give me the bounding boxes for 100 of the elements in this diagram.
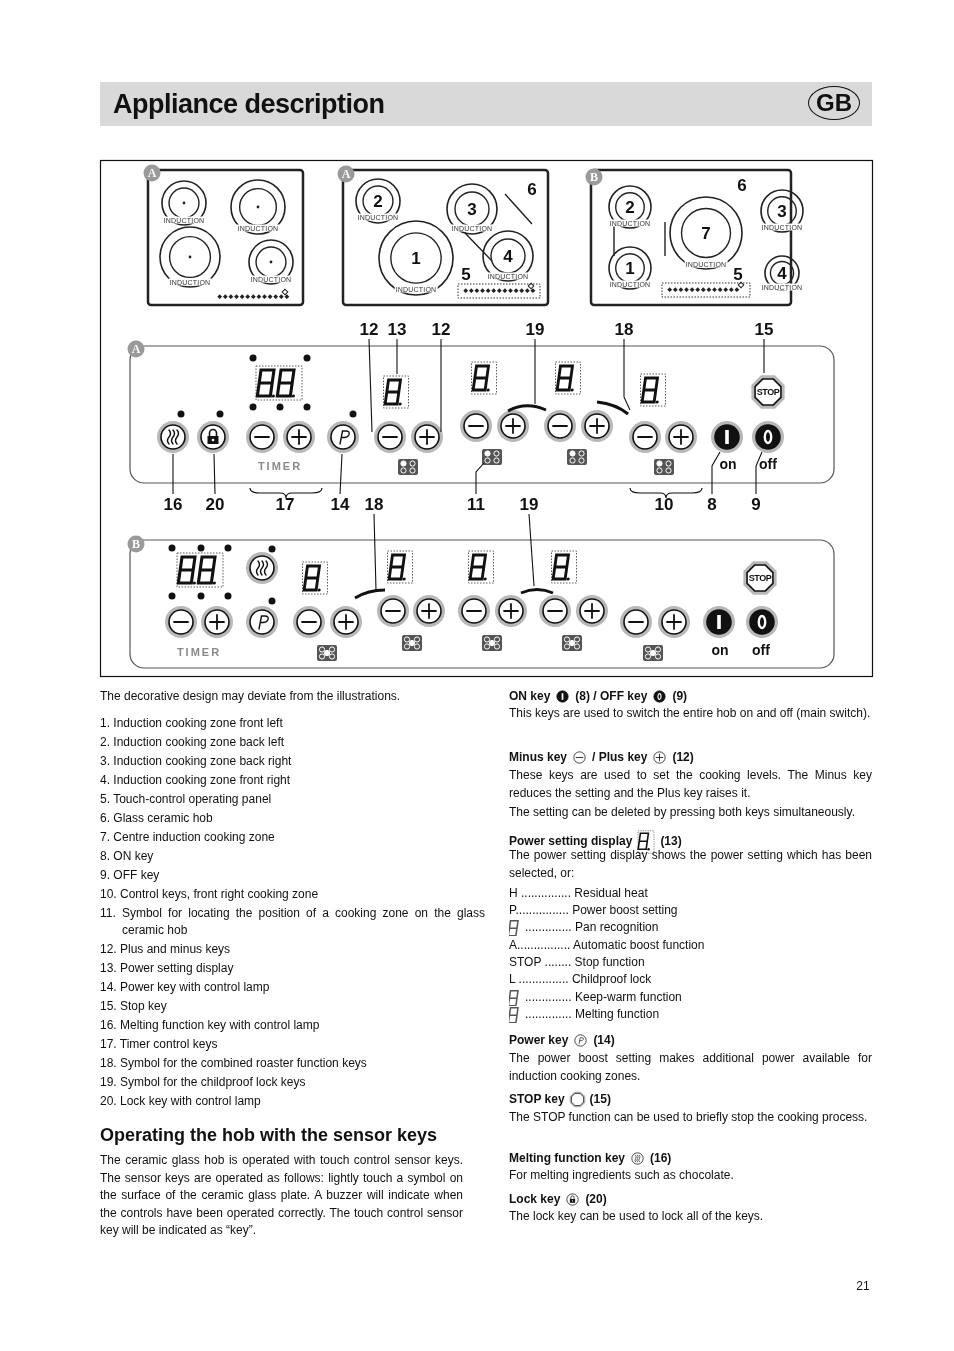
list-item: 20. Lock key with control lamp bbox=[100, 1092, 262, 1110]
callout-number: 5 bbox=[733, 265, 743, 283]
body-text: The lock key can be used to lock all of the keys. bbox=[509, 1208, 765, 1225]
page-number: 21 bbox=[856, 1280, 870, 1292]
callout-number: 20 bbox=[205, 495, 225, 513]
callout-number: 9 bbox=[751, 495, 761, 513]
key-heading: ON key bbox=[509, 688, 551, 705]
key-heading: (16) bbox=[650, 1150, 672, 1167]
key-heading: (9) bbox=[672, 688, 688, 705]
list-item: 3. Induction cooking zone back right bbox=[100, 752, 293, 770]
arc-symbol bbox=[354, 588, 386, 600]
body-text: The STOP function can be used to briefly stop the cooking process. bbox=[509, 1109, 869, 1126]
list-item: 17. Timer control keys bbox=[100, 1035, 219, 1053]
sign-text: STOP bbox=[748, 573, 772, 583]
callout-number: 12 bbox=[359, 320, 379, 338]
key-heading: (12) bbox=[672, 749, 694, 766]
leader-line bbox=[396, 338, 398, 375]
panel-caption: TIMER bbox=[176, 646, 222, 658]
segment-display bbox=[551, 550, 577, 584]
key-heading: (15) bbox=[589, 1091, 611, 1108]
zone-symbol-icon bbox=[482, 449, 502, 465]
zone-number: 1 bbox=[411, 249, 421, 267]
list-item: 11. Symbol for locating the position of a cooking zone on the glass ceramic hob bbox=[100, 904, 485, 939]
panel-caption: off bbox=[752, 643, 770, 657]
list-item: 4. Induction cooking zone front right bbox=[100, 771, 292, 789]
leader-line bbox=[475, 462, 485, 495]
segment-display bbox=[640, 373, 666, 407]
list-item: 7. Centre induction cooking zone bbox=[100, 828, 276, 846]
list-item: 19. Symbol for the childproof lock keys bbox=[100, 1073, 307, 1091]
list-item: 13. Power setting display bbox=[100, 959, 235, 977]
body-text: The power setting display shows the power setting which has been selected, or: bbox=[509, 848, 872, 882]
list-item: 5. Touch-control operating panel bbox=[100, 790, 273, 808]
leader-line bbox=[373, 513, 377, 591]
leader-line bbox=[213, 453, 216, 495]
callout-number: 19 bbox=[519, 495, 539, 513]
list-item: 6. Glass ceramic hob bbox=[100, 809, 214, 827]
leader-line bbox=[534, 338, 536, 405]
list-item: 8. ON key bbox=[100, 847, 155, 865]
section-badge: B bbox=[127, 535, 145, 553]
callout-number: 15 bbox=[754, 320, 774, 338]
body-text: This keys are used to switch the entire hob on and off (main switch). bbox=[509, 705, 872, 722]
panel-caption: on bbox=[719, 457, 737, 471]
list-item: 2. Induction cooking zone back left bbox=[100, 733, 286, 751]
panel-caption: on bbox=[711, 643, 729, 657]
body-text: The setting can be deleted by pressing both keys simultaneously. bbox=[509, 804, 856, 821]
key-heading: Power key bbox=[509, 1032, 569, 1049]
key-heading: Melting function key bbox=[509, 1150, 625, 1167]
padlock-key-icon bbox=[197, 421, 229, 453]
leader-line bbox=[528, 513, 535, 587]
list-item: 15. Stop key bbox=[100, 997, 168, 1015]
leader-line bbox=[339, 453, 343, 495]
zone-number: 4 bbox=[777, 264, 787, 282]
body-text: H ............... Residual heat bbox=[509, 885, 649, 902]
body-text: L ............... Childproof lock bbox=[509, 971, 653, 988]
list-item: 18. Symbol for the combined roaster function keys bbox=[100, 1054, 368, 1072]
callout-number: 6 bbox=[527, 180, 537, 198]
callout-number: 19 bbox=[525, 320, 545, 338]
legend-entry: .............. Melting function bbox=[525, 1006, 660, 1023]
segment-display bbox=[383, 375, 409, 409]
section-badge: A bbox=[127, 340, 145, 358]
zone-number: 3 bbox=[467, 200, 477, 218]
key-heading: (8) / OFF key bbox=[575, 688, 648, 705]
list-item: 1. Induction cooking zone front left bbox=[100, 715, 284, 732]
key-heading: (20) bbox=[585, 1191, 607, 1208]
key-heading: (13) bbox=[660, 833, 682, 850]
segment-display bbox=[468, 550, 494, 584]
legend-entry: .............. Pan recognition bbox=[525, 919, 659, 936]
key-heading: / Plus key bbox=[592, 749, 648, 766]
p-key-key-icon bbox=[327, 421, 359, 453]
callout-number: 6 bbox=[737, 176, 747, 194]
leader-line bbox=[440, 338, 442, 433]
callout-number: 17 bbox=[275, 495, 295, 513]
segment-display bbox=[302, 561, 328, 595]
body-text: STOP ........ Stop function bbox=[509, 954, 646, 971]
body-text: These keys are used to set the cooking levels. The Minus key reduces the setting and the Plus key raises it. bbox=[509, 767, 872, 802]
zone-number: 2 bbox=[373, 192, 383, 210]
key-heading: Lock key bbox=[509, 1191, 561, 1208]
callout-number: 5 bbox=[461, 265, 471, 283]
key-heading: (14) bbox=[593, 1032, 615, 1049]
leader-line bbox=[623, 338, 631, 411]
list-item: 9. OFF key bbox=[100, 866, 161, 884]
callout-number: 18 bbox=[614, 320, 634, 338]
body-text: P................ Power boost setting bbox=[509, 902, 679, 919]
callout-number: 11 bbox=[467, 495, 485, 513]
sign-text: STOP bbox=[756, 387, 780, 397]
key-heading: STOP key bbox=[509, 1091, 565, 1108]
segment-display bbox=[555, 361, 581, 395]
arc-symbol bbox=[507, 404, 547, 413]
body-text: A................ Automatic boost function bbox=[509, 937, 706, 954]
note-text: The decorative design may deviate from the illustrations. bbox=[100, 688, 402, 705]
section-heading: Operating the hob with the sensor keys bbox=[100, 1127, 439, 1145]
zone-number: 4 bbox=[503, 247, 513, 265]
key-heading: Power setting display bbox=[509, 833, 633, 850]
callout-number: 14 bbox=[330, 495, 350, 513]
wavy-lines-key-icon bbox=[157, 421, 189, 453]
zone-number: 7 bbox=[701, 224, 711, 242]
list-item: 14. Power key with control lamp bbox=[100, 978, 271, 996]
key-heading: Minus key bbox=[509, 749, 568, 766]
callout-number: 10 bbox=[654, 495, 674, 513]
leader-line bbox=[172, 453, 174, 495]
